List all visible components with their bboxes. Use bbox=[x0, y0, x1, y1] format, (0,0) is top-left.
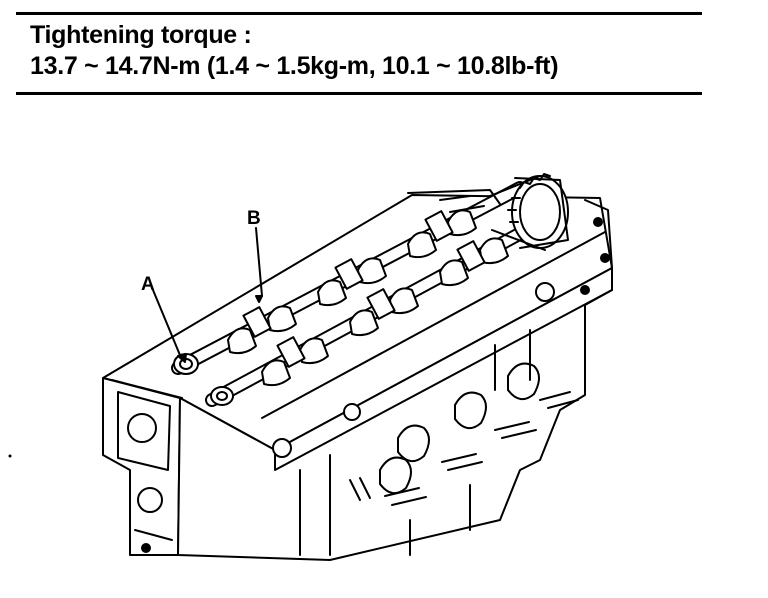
top-rule bbox=[16, 12, 702, 15]
torque-spec-box: Tightening torque : 13.7 ~ 14.7N-m (1.4 … bbox=[30, 20, 559, 82]
callout-b-label: B bbox=[247, 208, 261, 229]
torque-heading: Tightening torque : bbox=[30, 21, 252, 49]
intake-ports bbox=[272, 282, 579, 556]
torque-values: 13.7 ~ 14.7N-m (1.4 ~ 1.5kg-m, 10.1 ~ 10… bbox=[30, 52, 559, 80]
exhaust-camshaft bbox=[205, 205, 567, 407]
bottom-rule bbox=[16, 92, 702, 95]
callout-a-label: A bbox=[141, 274, 155, 295]
callout-leaders bbox=[152, 227, 263, 363]
cylinder-head-illustration: B A bbox=[8, 173, 613, 561]
print-speck bbox=[8, 454, 12, 458]
camshaft-sprocket bbox=[407, 173, 569, 251]
intake-camshaft bbox=[171, 181, 527, 375]
